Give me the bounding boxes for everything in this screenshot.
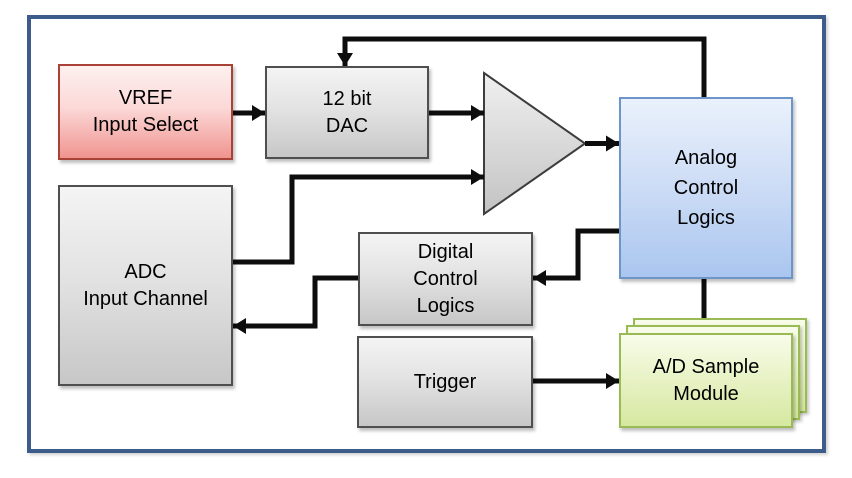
block-ad-sample-module: A/D Sample Module (619, 333, 793, 428)
diagram-frame (27, 15, 826, 453)
block-label-trigger: Trigger (413, 370, 477, 393)
block-trigger: Trigger (357, 336, 533, 428)
block-label-vref: VREF Input Select (92, 87, 199, 136)
block-label-digital-control: Digital Control Logics (413, 240, 478, 317)
connector-adc-to-comparator (233, 169, 484, 265)
connector-analog-to-digital (533, 228, 619, 286)
block-analog-control-logics: Analog Control Logics (619, 97, 793, 279)
block-label-dac: 12 bit DAC (322, 87, 372, 137)
comparator-triangle (483, 71, 587, 216)
connector-analog-feedback-to-dac (337, 36, 707, 98)
block-label-adc-input: ADC Input Channel (83, 260, 208, 310)
block-digital-control-logics: Digital Control Logics (358, 232, 533, 326)
block-vref-input-select: VREF Input Select (58, 64, 233, 160)
block-12bit-dac: 12 bit DAC (265, 66, 429, 159)
connector-digital-to-adc (233, 275, 358, 334)
block-label-analog-control: Analog Control Logics (673, 147, 739, 229)
block-adc-input-channel: ADC Input Channel (58, 185, 233, 386)
block-label-ad-sample: A/D Sample Module (652, 355, 760, 405)
